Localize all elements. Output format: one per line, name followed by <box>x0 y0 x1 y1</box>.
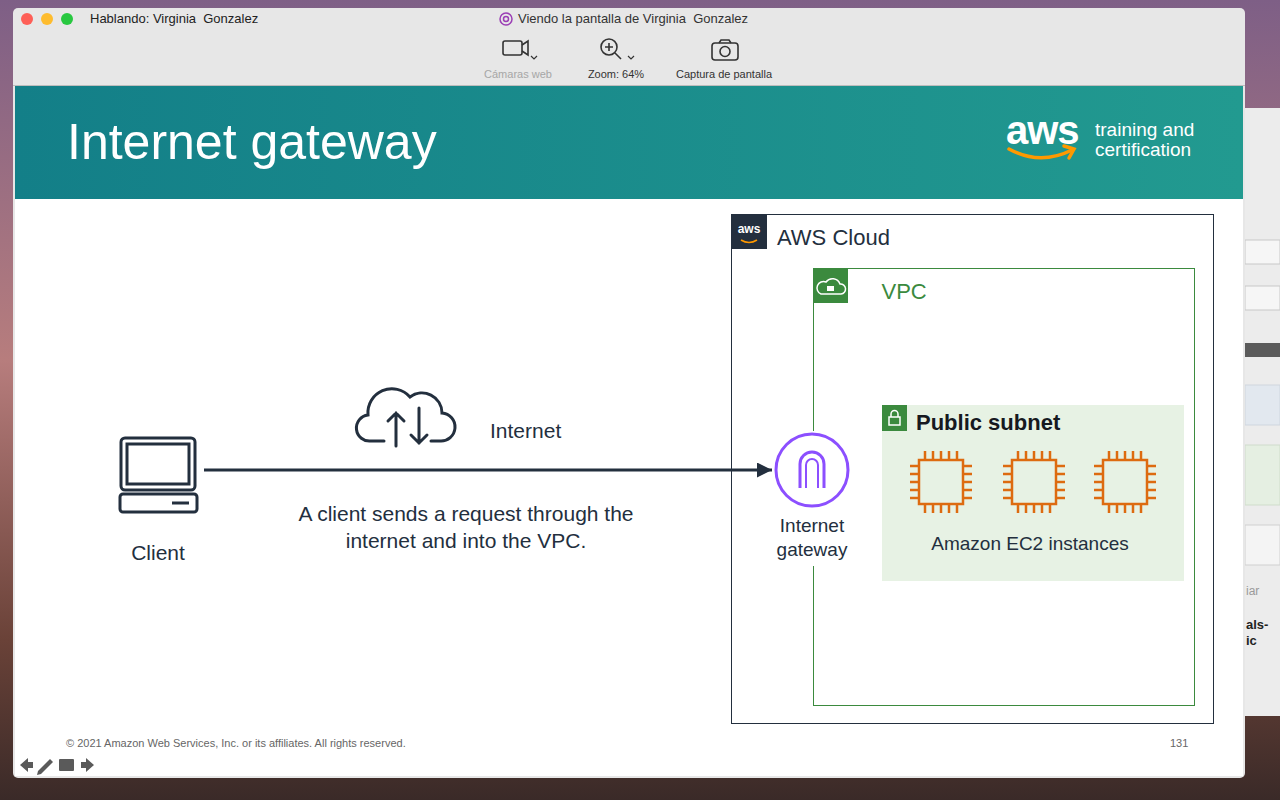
side-window <box>1245 385 1280 425</box>
aws-badge <box>731 214 767 249</box>
side-window <box>1245 240 1280 264</box>
speaker-status: Hablando: Virginia Gonzalez <box>90 11 258 27</box>
client-monitor <box>121 438 195 490</box>
aws-badge <box>741 240 757 243</box>
vpc-icon <box>813 268 848 303</box>
toolbar-label: Cámaras web <box>468 67 568 81</box>
app-window <box>15 86 1243 199</box>
public-subnet: Public subnetAmazon EC2 instances <box>882 405 1184 581</box>
subnet-art <box>891 411 898 418</box>
share-icon <box>500 13 512 25</box>
toolbar-icons <box>605 43 613 51</box>
badge-text: aws <box>731 222 767 236</box>
app-window <box>15 86 1243 776</box>
node-text: VPC <box>882 278 927 305</box>
app-window <box>13 8 1245 778</box>
toolbar-icons <box>615 53 621 59</box>
toolbar-icons <box>720 47 730 57</box>
subnet-art <box>1003 451 1065 513</box>
edge-label: A client sends a request through the int… <box>276 500 656 554</box>
aws-cloud-group: Internet gateway Public subnetAmazon EC2… <box>731 214 1214 724</box>
node-text: Client <box>118 540 198 565</box>
client-monitor <box>172 502 189 505</box>
window-title: Viendo la pantalla de Virginia Gonzalez <box>518 11 748 27</box>
gateway-icon <box>772 431 852 511</box>
network-label: Internet <box>490 418 561 444</box>
request-arrow <box>204 469 772 472</box>
internet-cloud <box>388 413 404 446</box>
traffic-lights <box>21 13 73 25</box>
cut-off-text: ic <box>1246 633 1257 648</box>
toolbar-icons <box>531 56 537 59</box>
slide-controls <box>20 758 33 772</box>
toolbar-icons <box>522 41 528 55</box>
toolbar-icons <box>712 43 738 60</box>
gateway-icon <box>800 452 824 488</box>
node-text: Public subnet <box>916 409 1060 436</box>
subnet-art <box>910 451 972 513</box>
client-node: Client <box>118 430 204 569</box>
gateway-icon <box>776 434 848 506</box>
slide-controls <box>20 758 94 775</box>
subnet-art <box>1094 451 1156 513</box>
logo-text: aws <box>1006 110 1079 150</box>
traffic-lights <box>41 13 53 25</box>
toolbar-label: Captura de pantalla <box>664 67 784 81</box>
client-monitor <box>127 444 189 484</box>
cut-off-text: als- <box>1246 617 1268 632</box>
node-text: Internet gateway <box>772 514 852 562</box>
share-icon <box>500 13 512 25</box>
gateway-icon <box>806 459 818 488</box>
toolbar-icons <box>628 56 634 59</box>
node-body-text: Amazon EC2 instances <box>882 532 1178 556</box>
share-icon <box>504 17 509 22</box>
side-window <box>1245 445 1280 505</box>
toolbar-icons <box>601 39 617 55</box>
internet-cloud <box>411 408 427 443</box>
toolbar-icons <box>503 41 522 55</box>
slide-controls <box>59 759 74 771</box>
client-monitor <box>120 438 197 512</box>
traffic-lights <box>61 13 73 25</box>
vpc-icon <box>817 279 846 294</box>
slide-title: Internet gateway <box>67 112 437 172</box>
app-window <box>13 8 1245 778</box>
traffic-lights <box>21 13 33 25</box>
side-window <box>1245 286 1280 310</box>
side-window <box>1240 108 1280 716</box>
toolbar-icons <box>719 40 731 43</box>
vpc-icon <box>813 268 848 303</box>
app-window <box>13 85 1245 86</box>
client-monitor <box>120 494 197 512</box>
side-window <box>1240 108 1280 716</box>
vpc-icon <box>827 286 834 291</box>
page-number: 131 <box>1170 737 1188 750</box>
side-window <box>1240 343 1280 357</box>
toolbar-icons <box>503 39 738 60</box>
logo-subtitle: training and certification <box>1095 120 1220 160</box>
subnet-art <box>889 417 900 425</box>
subnet-art <box>882 405 907 431</box>
aws-smile <box>1009 149 1072 158</box>
toolbar-label: Zoom: 64% <box>566 67 666 81</box>
internet-cloud <box>356 389 455 441</box>
cut-off-text: iar <box>1246 584 1259 598</box>
internet-gateway: Internet gateway <box>772 431 858 566</box>
side-window <box>1245 525 1280 565</box>
node-text: AWS Cloud <box>777 224 890 251</box>
slide-controls <box>81 758 94 772</box>
internet-cloud <box>356 389 455 446</box>
copyright-note: © 2021 Amazon Web Services, Inc. or its … <box>66 737 406 750</box>
vpc-group: Internet gateway Public subnetAmazon EC2… <box>813 268 1195 706</box>
aws-badge <box>731 214 767 249</box>
slide-controls <box>37 759 53 775</box>
